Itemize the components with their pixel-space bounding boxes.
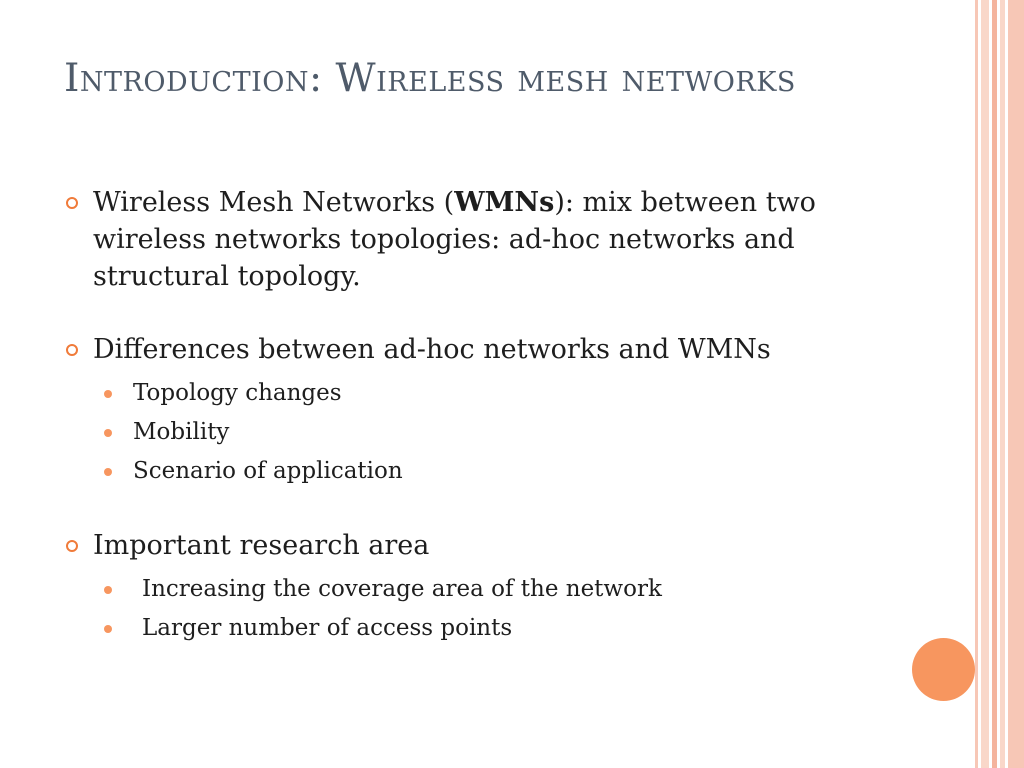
- sub-bullet-text: Increasing the coverage area of the netw…: [142, 576, 662, 602]
- decorative-stripe: [992, 0, 997, 768]
- dot-bullet-icon: [104, 586, 112, 594]
- sub-bullet-list: Increasing the coverage area of the netw…: [62, 570, 892, 648]
- sub-bullet-text: Larger number of access points: [142, 615, 513, 641]
- bullet-text: Wireless Mesh Networks (: [93, 187, 455, 218]
- sub-bullet-item: Mobility: [62, 413, 892, 452]
- slide-title: Introduction: Wireless mesh networks: [64, 56, 796, 101]
- sub-bullet-text: Scenario of application: [133, 458, 403, 484]
- sub-bullet-text: Topology changes: [133, 380, 342, 406]
- decorative-stripe: [1008, 0, 1024, 768]
- ring-bullet-icon: [66, 540, 78, 552]
- ring-bullet-icon: [66, 344, 78, 356]
- dot-bullet-icon: [104, 429, 112, 437]
- decorative-circle: [912, 638, 975, 701]
- bullet-research-area: Important research area: [62, 527, 892, 564]
- ring-bullet-icon: [66, 197, 78, 209]
- slide-body: Wireless Mesh Networks (WMNs): mix betwe…: [62, 184, 892, 648]
- decorative-stripe: [981, 0, 989, 768]
- decorative-stripe: [1000, 0, 1005, 768]
- bullet-text: ): mix between two wireless networks top…: [93, 187, 816, 292]
- bullet-text: Important research area: [93, 530, 430, 561]
- sub-bullet-item: Topology changes: [62, 374, 892, 413]
- bullet-wmn-definition: Wireless Mesh Networks (WMNs): mix betwe…: [62, 184, 892, 295]
- bullet-text: Differences between ad-hoc networks and …: [93, 334, 771, 365]
- sub-bullet-text: Mobility: [133, 419, 230, 445]
- decorative-stripe: [975, 0, 978, 768]
- sub-bullet-item: Larger number of access points: [62, 609, 892, 648]
- dot-bullet-icon: [104, 390, 112, 398]
- sub-bullet-item: Scenario of application: [62, 452, 892, 491]
- dot-bullet-icon: [104, 625, 112, 633]
- dot-bullet-icon: [104, 468, 112, 476]
- sub-bullet-list: Topology changes Mobility Scenario of ap…: [62, 374, 892, 491]
- bullet-differences: Differences between ad-hoc networks and …: [62, 331, 892, 368]
- sub-bullet-item: Increasing the coverage area of the netw…: [62, 570, 892, 609]
- bullet-bold-term: WMNs: [454, 187, 555, 218]
